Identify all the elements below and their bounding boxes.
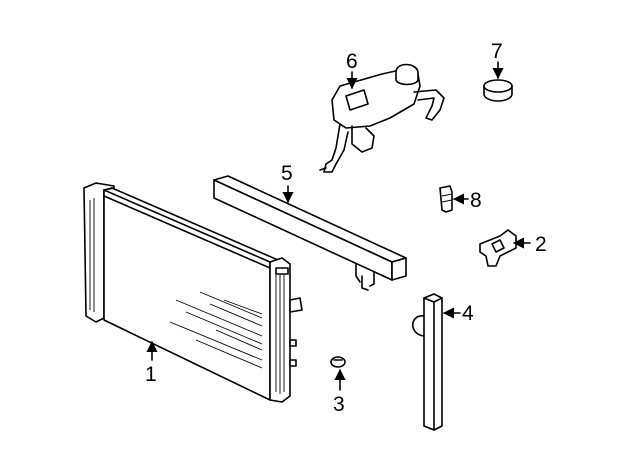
callout-8-bolt: 8 [470, 189, 482, 212]
callout-1-radiator: 1 [145, 363, 157, 386]
reservoir-cap-part [483, 79, 513, 102]
callout-3-drain-plug: 3 [333, 393, 345, 416]
callout-leaders [146, 61, 531, 391]
bracket-part [479, 229, 517, 267]
bolt-part [439, 185, 453, 213]
drain-plug-part [330, 356, 346, 368]
radiator-part [83, 182, 303, 403]
callout-5-upper-baffle: 5 [281, 162, 293, 185]
callout-7-reservoir-cap: 7 [491, 40, 503, 63]
callout-2-bracket: 2 [535, 233, 547, 256]
callout-4-side-seal: 4 [462, 302, 474, 325]
side-seal-part [411, 293, 443, 431]
upper-baffle-part [213, 175, 407, 291]
reservoir-part [319, 63, 445, 173]
callout-6-reservoir: 6 [346, 50, 358, 73]
